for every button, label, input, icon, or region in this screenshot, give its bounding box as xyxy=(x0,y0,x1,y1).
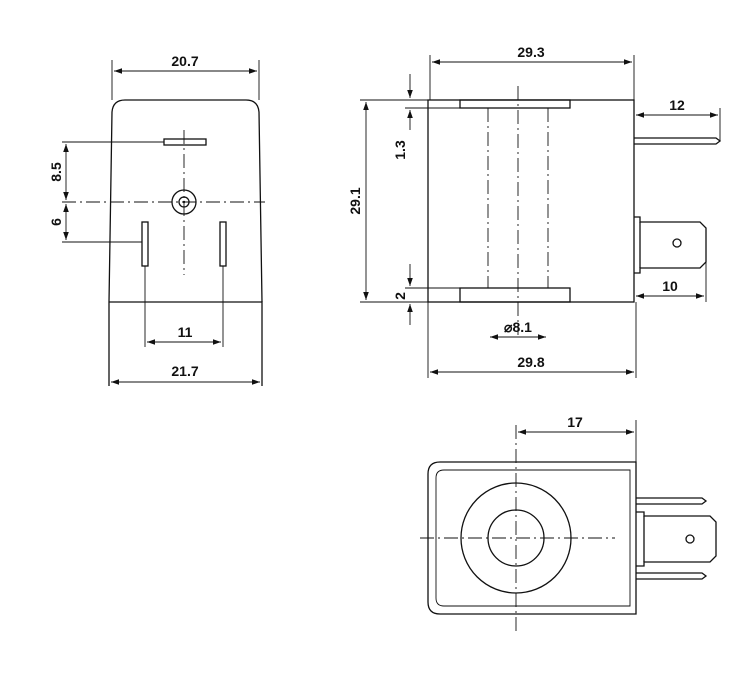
side-top-width-label: 29.3 xyxy=(517,44,544,60)
top-view: 17 xyxy=(420,414,717,635)
top-tab xyxy=(636,511,717,567)
side-view: 29.3 29.8 29.1 1.3 2 ⌀8.1 12 xyxy=(347,44,722,378)
side-body xyxy=(427,99,635,303)
side-lower-tab xyxy=(634,216,707,274)
front-top-pin xyxy=(163,138,207,146)
side-bore-label: ⌀8.1 xyxy=(504,319,532,335)
front-right-pin xyxy=(219,221,227,267)
side-height-label: 29.1 xyxy=(347,187,363,214)
side-pin-bottom-label: 10 xyxy=(662,278,678,294)
top-lower-pin xyxy=(636,572,708,580)
front-body-outline xyxy=(108,99,263,303)
top-center-to-pins-label: 17 xyxy=(567,414,583,430)
front-bottom-width-label: 21.7 xyxy=(171,363,198,379)
side-flange-bottom-label: 2 xyxy=(392,292,408,300)
front-view: 20.7 21.7 8.5 6 11 xyxy=(48,53,265,386)
front-base xyxy=(108,301,263,386)
side-bottom-width-label: 29.8 xyxy=(517,354,544,370)
front-upper-offset-label: 8.5 xyxy=(48,162,64,182)
top-body-outline xyxy=(427,461,637,615)
top-upper-pin xyxy=(636,497,708,505)
side-top-pin xyxy=(634,137,722,145)
front-top-width-label: 20.7 xyxy=(171,53,198,69)
front-pin-spacing-label: 11 xyxy=(178,324,193,340)
side-flange-top-label: 1.3 xyxy=(392,140,408,160)
side-top-flange xyxy=(459,99,571,109)
side-bottom-flange xyxy=(459,287,571,303)
front-lower-offset-label: 6 xyxy=(48,218,64,226)
side-pin-top-label: 12 xyxy=(669,97,685,113)
front-left-pin xyxy=(141,221,149,267)
